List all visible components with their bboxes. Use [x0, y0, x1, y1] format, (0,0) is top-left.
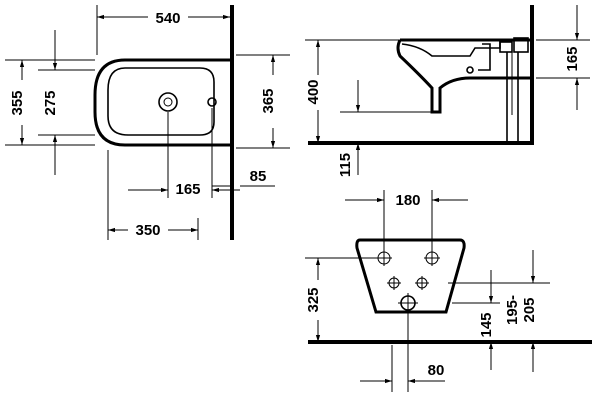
dim-400: 400 [305, 79, 322, 104]
dim-365: 365 [260, 88, 277, 113]
dim-195-205-line2: 205 [521, 297, 538, 322]
trap-line [478, 43, 491, 71]
dim-350: 350 [135, 222, 160, 239]
tap-hole [207, 97, 217, 107]
dim-165-top: 165 [175, 181, 200, 198]
fixing-bracket [499, 41, 513, 53]
dim-275: 275 [42, 90, 59, 115]
bowl-inner-profile [401, 40, 501, 57]
bidet-outline [93, 58, 232, 147]
wall-connector [513, 37, 529, 53]
drain-hole [158, 92, 178, 112]
fixing-holes [376, 250, 440, 313]
dim-180: 180 [395, 192, 420, 209]
front-view: 180 325 145 195- 205 80 [305, 190, 592, 392]
dim-540: 540 [155, 10, 180, 27]
dim-325: 325 [305, 287, 322, 312]
dim-85: 85 [250, 168, 267, 185]
dim-165-side: 165 [564, 46, 581, 71]
top-view: 540 355 275 365 165 85 350 [5, 5, 290, 240]
dim-355: 355 [9, 90, 26, 115]
dim-195-205-line1: 195- [504, 295, 521, 325]
bidet-front-outline [355, 238, 466, 314]
connection-hole [466, 66, 474, 74]
dim-115: 115 [337, 153, 354, 177]
side-view: 400 115 165 [305, 5, 590, 177]
dim-145: 145 [478, 312, 495, 337]
dim-195-205: 195- 205 [504, 295, 538, 325]
dim-80: 80 [428, 362, 445, 379]
bowl-rim [107, 67, 215, 136]
bidet-side-profile [396, 38, 532, 114]
drain-hole-inner [163, 97, 173, 107]
